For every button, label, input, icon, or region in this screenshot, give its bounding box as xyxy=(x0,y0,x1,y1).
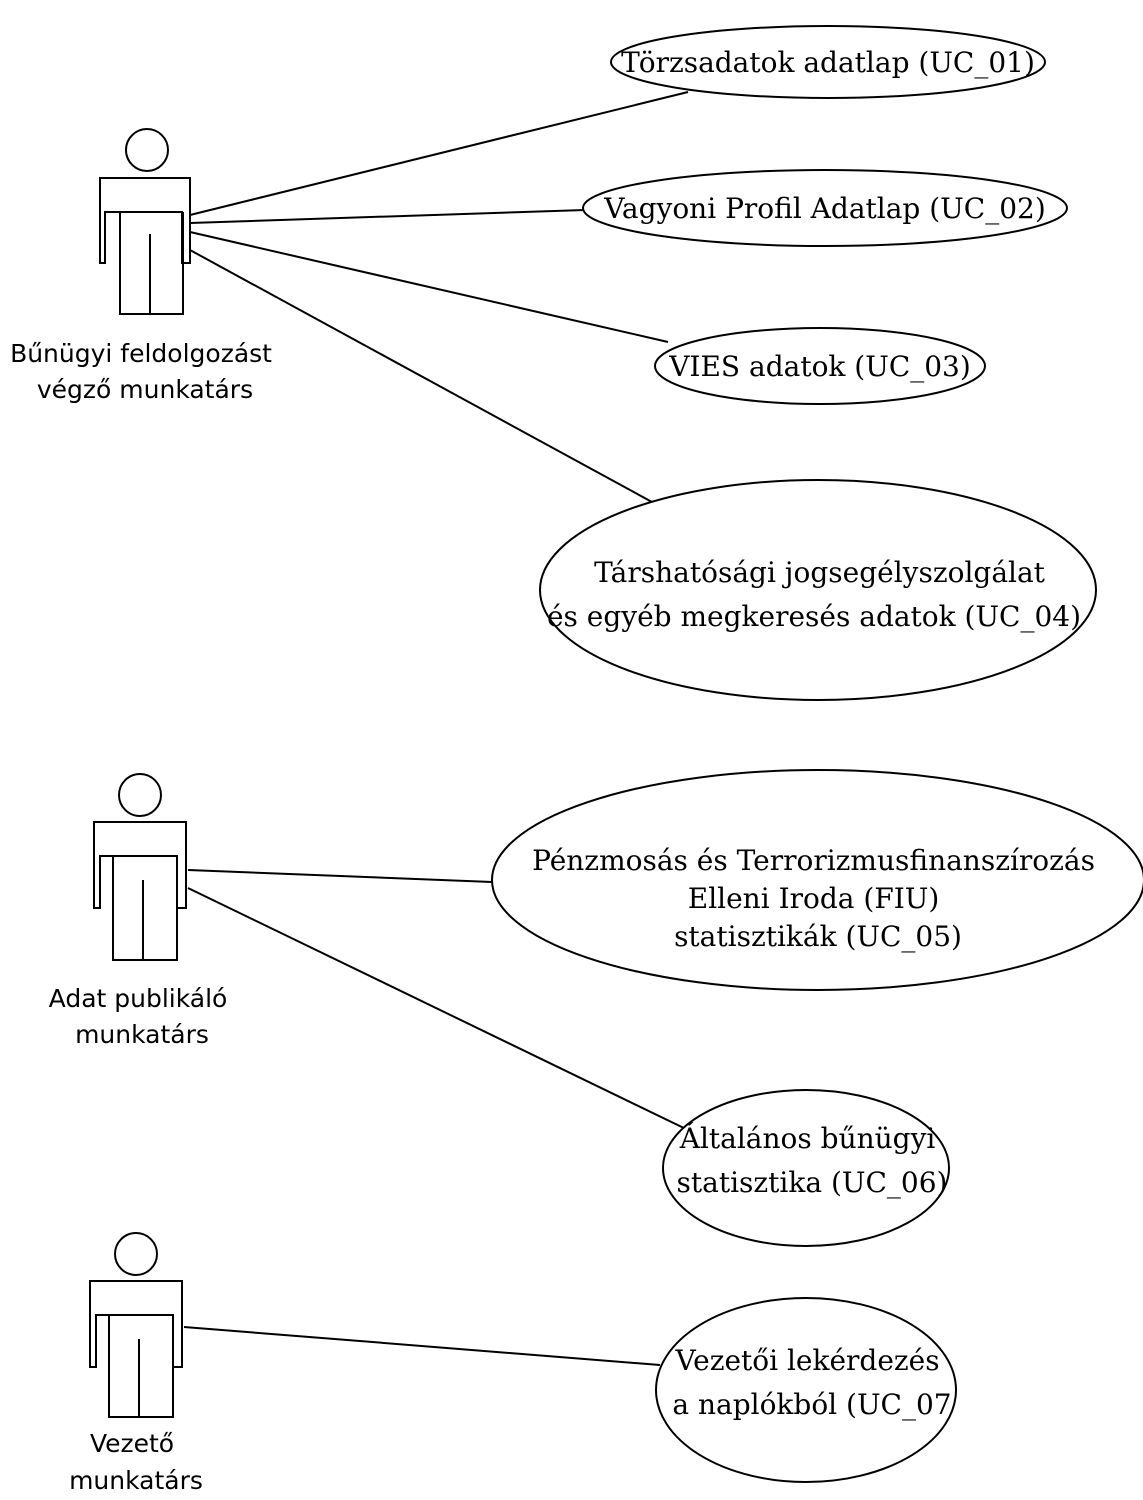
use-case-label: Vagyoni Profil Adatlap (UC_02) xyxy=(603,192,1046,225)
use-case-uc03: VIES adatok (UC_03) xyxy=(654,327,986,405)
use-case-label: Általános bűnügyi statisztika (UC_06) xyxy=(677,1122,948,1199)
use-case-uc05: Pénzmosás és Terrorizmusfinanszírozás El… xyxy=(491,769,1143,991)
association-actor-1-uc04 xyxy=(189,249,653,503)
actor-3: Vezető munkatárs xyxy=(69,1232,203,1495)
use-case-uc06: Általános bűnügyi statisztika (UC_06) xyxy=(662,1089,950,1247)
use-case-label: Társhatósági jogsegélyszolgálat és egyéb… xyxy=(547,556,1081,633)
association-actor-2-uc05 xyxy=(187,869,493,883)
association-actor-1-uc03 xyxy=(189,231,669,343)
actor-label: Bűnügyi feldolgozást végző munkatárs xyxy=(10,339,280,404)
association-actor-1-uc02 xyxy=(189,209,586,224)
association-actor-1-uc01 xyxy=(189,91,689,216)
use-case-label: Pénzmosás és Terrorizmusfinanszírozás El… xyxy=(532,844,1104,953)
association-actor-2-uc06 xyxy=(187,887,689,1131)
actor-2: Adat publikáló munkatárs xyxy=(49,773,236,1049)
use-case-uc04: Társhatósági jogsegélyszolgálat és egyéb… xyxy=(539,479,1097,701)
use-case-uc02: Vagyoni Profil Adatlap (UC_02) xyxy=(582,169,1068,247)
use-case-label: Törzsadatok adatlap (UC_01) xyxy=(621,46,1035,79)
use-case-uc01: Törzsadatok adatlap (UC_01) xyxy=(610,25,1046,99)
actor-figure xyxy=(93,773,187,961)
use-case-label: Vezetői lekérdezés a naplókból (UC_07 xyxy=(672,1344,951,1421)
associations xyxy=(183,91,689,1366)
actor-figure xyxy=(89,1232,183,1418)
association-actor-3-uc07 xyxy=(183,1326,661,1366)
use-case-uc07: Vezetői lekérdezés a naplókból (UC_07 xyxy=(655,1297,957,1483)
actor-1: Bűnügyi feldolgozást végző munkatárs xyxy=(10,128,280,404)
actor-label: Vezető munkatárs xyxy=(69,1429,203,1495)
actor-label: Adat publikáló munkatárs xyxy=(49,984,236,1049)
use-case-label: VIES adatok (UC_03) xyxy=(668,350,971,383)
actor-figure xyxy=(99,128,191,315)
